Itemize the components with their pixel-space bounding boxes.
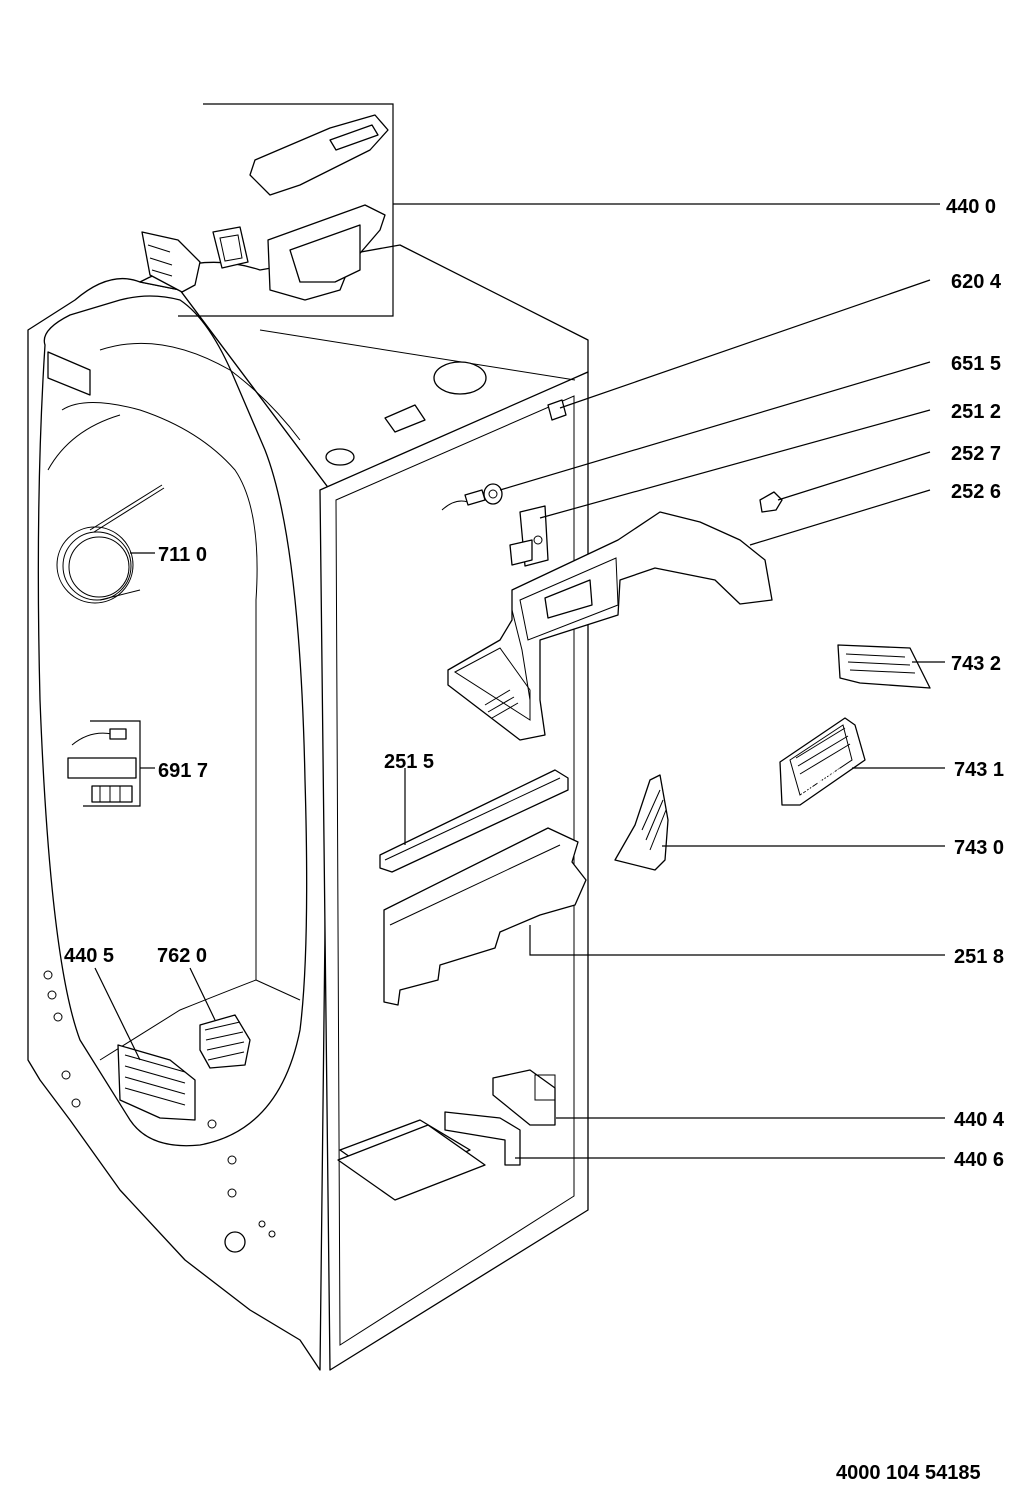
tube-coil-711-0 <box>56 484 165 604</box>
kit-691-7 <box>67 720 155 807</box>
label-440-0: 440 0 <box>946 196 996 218</box>
switch-620-4 <box>547 279 931 421</box>
housing-252-6 <box>447 489 931 741</box>
label-251-8: 251 8 <box>954 946 1004 968</box>
label-743-2: 743 2 <box>951 653 1001 675</box>
grille-743-2 <box>837 644 945 689</box>
air-filter-743-1: Air Filter <box>779 717 945 806</box>
filter-440-5 <box>94 967 196 1121</box>
filter-762-0 <box>189 967 251 1069</box>
label-251-2: 251 2 <box>951 401 1001 423</box>
sensor-651-5 <box>441 361 931 511</box>
bracket-440-6 <box>444 1111 945 1166</box>
label-711-0: 711 0 <box>158 544 207 566</box>
label-440-5: 440 5 <box>64 945 114 967</box>
label-440-4: 440 4 <box>954 1109 1005 1131</box>
strip-251-5 <box>379 768 569 873</box>
cover-plate-251-2 <box>509 409 931 567</box>
part-labels: 440 0 620 4 651 5 251 2 252 7 252 6 711 … <box>64 196 1005 1171</box>
panel-251-8 <box>383 827 945 1006</box>
label-743-1: 743 1 <box>954 759 1004 781</box>
label-251-5: 251 5 <box>384 751 434 773</box>
label-252-6: 252 6 <box>951 481 1001 503</box>
label-691-7: 691 7 <box>158 760 208 782</box>
clip-252-7 <box>759 451 931 513</box>
label-620-4: 620 4 <box>951 271 1002 293</box>
duct-assembly-440-0 <box>141 103 940 317</box>
document-number: 4000 104 54185 <box>836 1462 981 1484</box>
bracket-440-4 <box>492 1069 945 1126</box>
label-651-5: 651 5 <box>951 353 1001 375</box>
label-252-7: 252 7 <box>951 443 1001 465</box>
label-440-6: 440 6 <box>954 1149 1004 1171</box>
label-762-0: 762 0 <box>157 945 207 967</box>
label-743-0: 743 0 <box>954 837 1004 859</box>
bracket-743-0 <box>614 774 945 871</box>
